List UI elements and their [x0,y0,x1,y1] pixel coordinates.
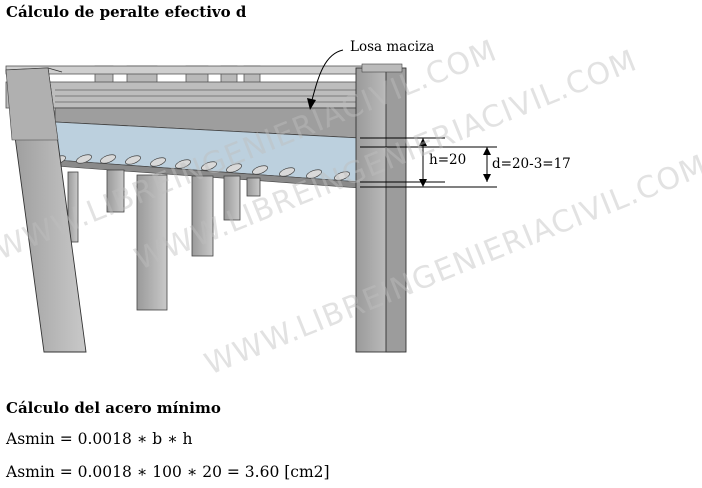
lower-columns [67,169,261,311]
section-title-effective-depth: Cálculo de peralte efectivo d [6,3,247,21]
label-leader [311,49,344,101]
height-label: h=20 [429,152,466,168]
formula-asmin: Asmin = 0.0018 ∗ b ∗ h [6,430,193,448]
section-title-min-steel: Cálculo del acero mínimo [6,399,221,417]
background-structure [5,65,387,109]
slab-label: Losa maciza [350,39,434,55]
effective-depth-label: d=20-3=17 [492,156,571,172]
dimension-lines [360,137,497,188]
formula-asmin-result: Asmin = 0.0018 ∗ 100 ∗ 20 = 3.60 [cm2] [6,463,330,481]
watermark-2: WWW.LIBREINGENIERIACIVIL.COM [200,148,702,382]
slab-diagram: Losa maciza h=20 d=20-3=17 WWW.LIBREINGE… [0,33,702,382]
dimension-arrows [419,138,491,187]
right-column [355,63,407,353]
rebars [50,154,350,181]
